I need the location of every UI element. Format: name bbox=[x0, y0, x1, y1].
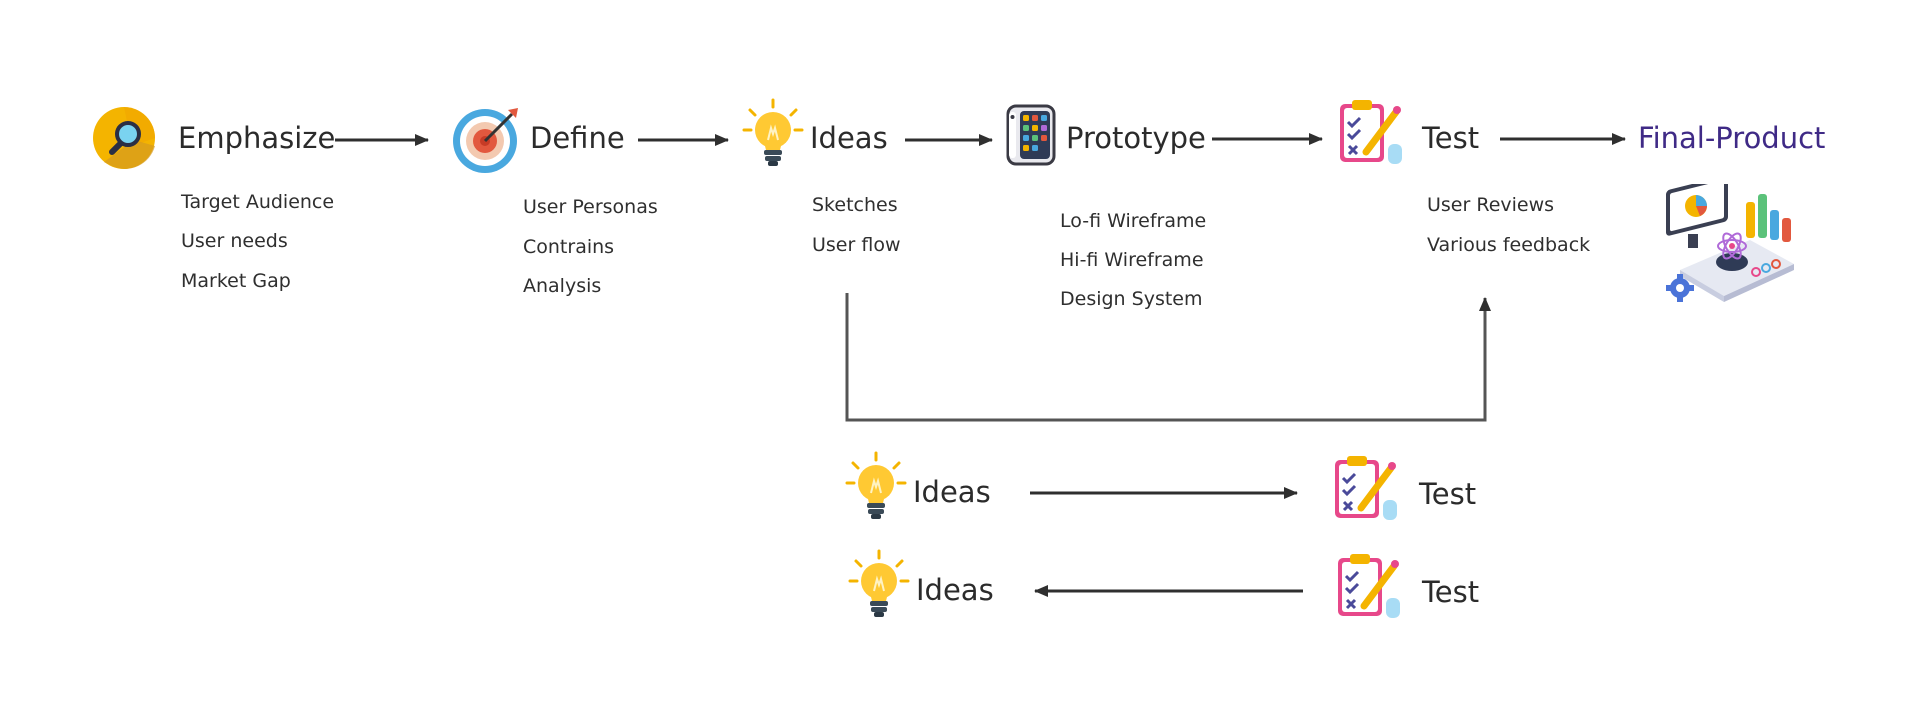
smartphone-icon bbox=[1006, 104, 1056, 166]
define-item: Contrains bbox=[523, 236, 615, 258]
stage-label-ideas: Ideas bbox=[810, 121, 888, 155]
magnifier-icon bbox=[92, 106, 156, 170]
lightbulb-icon bbox=[848, 549, 910, 619]
stage-label-test: Test bbox=[1422, 121, 1480, 155]
prototype-item: Hi-fi Wireframe bbox=[1060, 249, 1204, 271]
emphasize-item: Target Audience bbox=[181, 191, 335, 213]
loop-test-label: Test bbox=[1422, 575, 1480, 609]
lightbulb-icon bbox=[845, 451, 907, 521]
checklist-icon bbox=[1334, 550, 1404, 620]
stage-label-emphasize: Emphasize bbox=[178, 121, 336, 155]
lightbulb-icon bbox=[742, 98, 804, 168]
loop-test-label: Test bbox=[1419, 477, 1477, 511]
checklist-icon bbox=[1336, 96, 1406, 166]
emphasize-item: Market Gap bbox=[181, 270, 291, 292]
ideas-item: Sketches bbox=[812, 194, 898, 216]
define-item: User Personas bbox=[523, 196, 658, 218]
loop-connector bbox=[845, 293, 1491, 422]
prototype-item: Design System bbox=[1060, 288, 1203, 310]
test-item: Various feedback bbox=[1427, 234, 1591, 256]
test-item: User Reviews bbox=[1427, 194, 1555, 216]
prototype-item: Lo-fi Wireframe bbox=[1060, 210, 1207, 232]
loop-ideas-label: Ideas bbox=[913, 475, 991, 509]
emphasize-item: User needs bbox=[181, 230, 288, 252]
stage-label-final-product: Final-Product bbox=[1638, 121, 1826, 155]
define-item: Analysis bbox=[523, 275, 602, 297]
checklist-icon bbox=[1331, 452, 1401, 522]
target-icon bbox=[452, 104, 522, 174]
loop-ideas-label: Ideas bbox=[916, 573, 994, 607]
stage-label-define: Define bbox=[530, 121, 625, 155]
analytics-dashboard-icon bbox=[1660, 175, 1800, 306]
stage-label-prototype: Prototype bbox=[1066, 121, 1206, 155]
ideas-item: User flow bbox=[812, 234, 901, 256]
